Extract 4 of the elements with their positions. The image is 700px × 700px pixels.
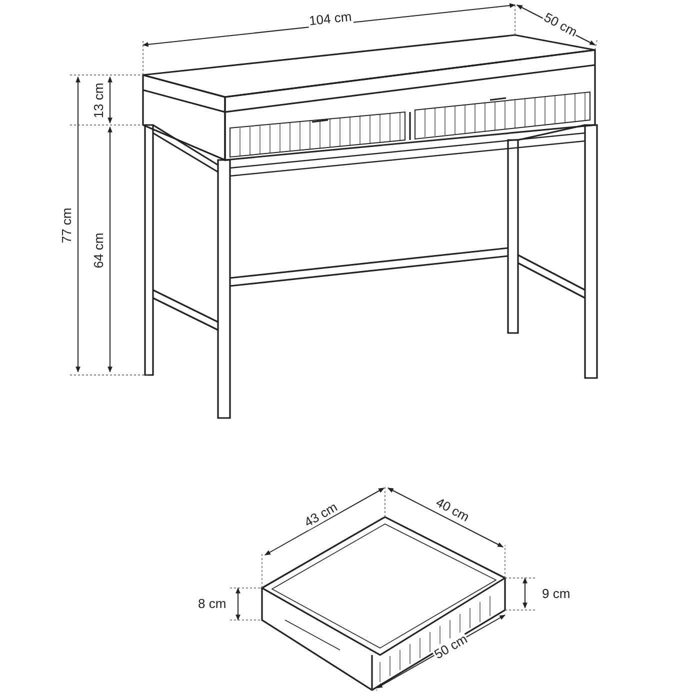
dimension-label: 9 cm bbox=[541, 586, 572, 600]
dimension-label: 8 cm bbox=[197, 596, 228, 610]
dimension-label: 13 cm bbox=[90, 81, 106, 119]
dimension-label: 64 cm bbox=[90, 231, 106, 269]
